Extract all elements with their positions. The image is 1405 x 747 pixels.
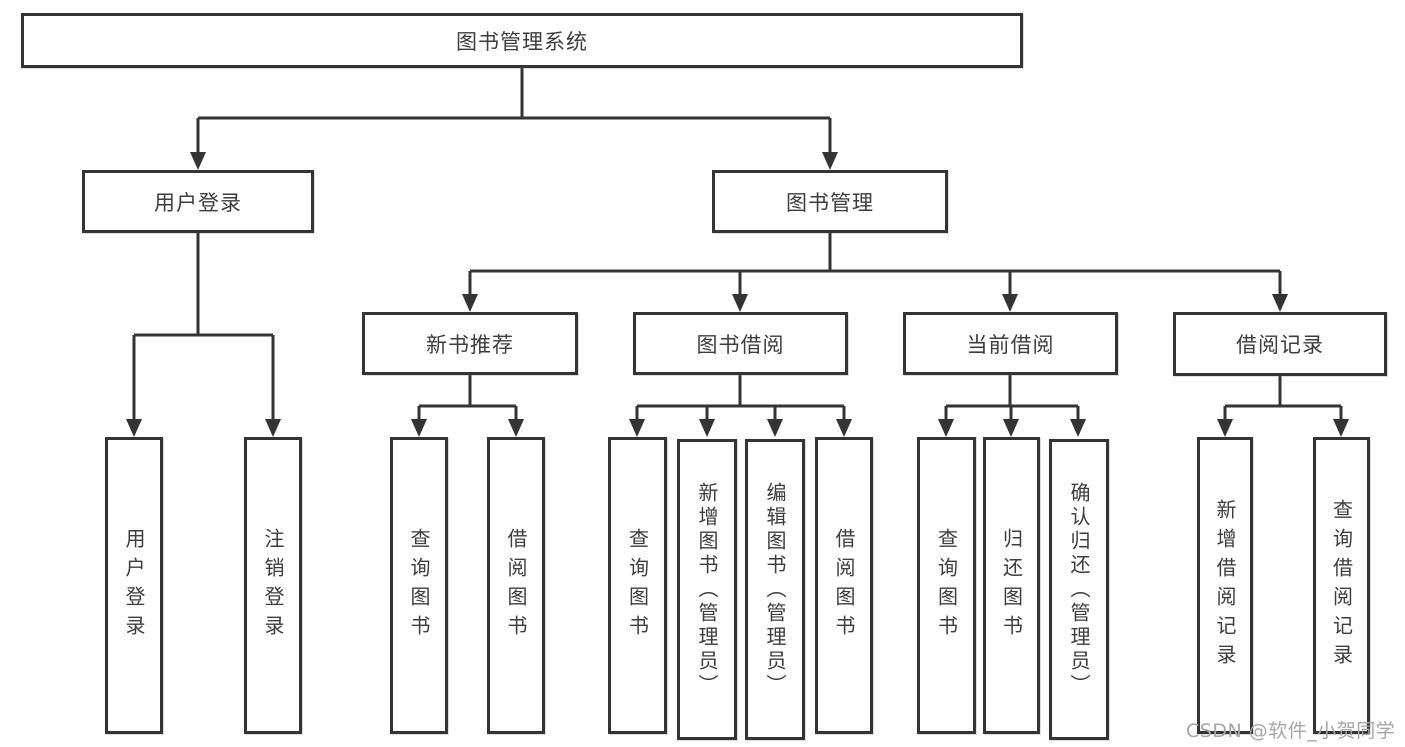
node-book-borrow: 图书借阅 xyxy=(633,312,848,375)
node-new-book-recommend: 新书推荐 xyxy=(362,312,578,375)
node-label: 归还图书 xyxy=(999,527,1024,644)
node-borrow-records: 借阅记录 xyxy=(1173,312,1387,376)
node-label: 借阅图书 xyxy=(832,527,856,644)
leaf-borrow-books: 借阅图书 xyxy=(815,437,873,734)
leaf-confirm-return-admin: 确认归还（管理员） xyxy=(1049,439,1109,740)
leaf-return-book: 归还图书 xyxy=(983,437,1040,734)
node-label: 借阅记录 xyxy=(1236,333,1324,357)
leaf-query-books-borrow: 查询图书 xyxy=(608,437,667,734)
leaf-add-book-admin: 新增图书（管理员） xyxy=(677,439,737,740)
node-label: 图书管理 xyxy=(786,190,874,215)
node-label: 借阅图书 xyxy=(504,527,528,644)
leaf-user-login: 用户登录 xyxy=(105,437,163,734)
node-label: 新书推荐 xyxy=(426,332,514,357)
node-label: 图书借阅 xyxy=(696,332,785,357)
leaf-query-books-current: 查询图书 xyxy=(917,437,976,734)
node-current-borrow: 当前借阅 xyxy=(903,312,1118,375)
node-label: 图书管理系统 xyxy=(456,29,588,54)
node-label: 查询借阅记录 xyxy=(1329,498,1354,673)
leaf-add-borrow-record: 新增借阅记录 xyxy=(1197,437,1253,734)
node-label: 查询图书 xyxy=(625,527,650,644)
node-label: 确认归还（管理员） xyxy=(1067,481,1091,698)
leaf-query-books-recommend: 查询图书 xyxy=(390,437,448,734)
leaf-borrow-books-recommend: 借阅图书 xyxy=(487,437,545,734)
node-root-system: 图书管理系统 xyxy=(21,13,1023,68)
node-label: 新增图书（管理员） xyxy=(695,481,719,698)
leaf-edit-book-admin: 编辑图书（管理员） xyxy=(745,439,805,740)
node-label: 查询图书 xyxy=(407,527,431,644)
node-label: 用户登录 xyxy=(154,190,242,215)
node-book-management: 图书管理 xyxy=(712,170,948,233)
csdn-watermark: CSDN @软件_小贺同学 xyxy=(1186,720,1396,742)
tree-edges xyxy=(132,68,1343,421)
node-label: 注销登录 xyxy=(261,527,285,644)
node-user-login: 用户登录 xyxy=(82,170,314,233)
node-label: 新增借阅记录 xyxy=(1213,498,1237,673)
node-label: 编辑图书（管理员） xyxy=(763,481,787,698)
leaf-logout: 注销登录 xyxy=(244,437,302,734)
arrowheads xyxy=(126,152,1349,437)
leaf-query-borrow-record: 查询借阅记录 xyxy=(1313,437,1370,734)
node-label: 用户登录 xyxy=(122,527,146,644)
node-label: 查询图书 xyxy=(934,527,959,644)
node-label: 当前借阅 xyxy=(966,332,1055,357)
